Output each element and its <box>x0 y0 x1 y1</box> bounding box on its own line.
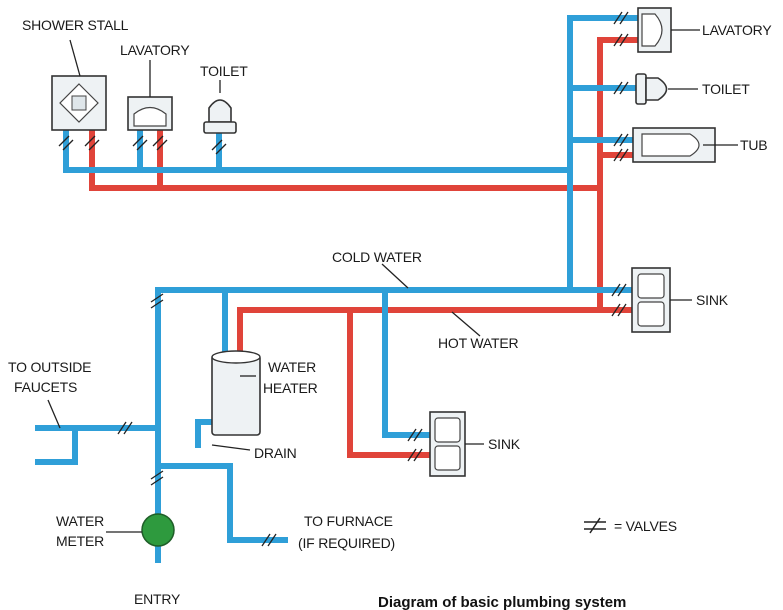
water-meter-fixture <box>141 513 175 547</box>
lavatory-right-label: LAVATORY <box>702 22 772 38</box>
valve <box>613 33 629 47</box>
furnace-label-line1: TO FURNACE <box>304 513 393 529</box>
valve <box>211 139 227 155</box>
shower-stall-fixture <box>51 75 107 131</box>
cold-water-label: COLD WATER <box>332 249 422 265</box>
drain-label: DRAIN <box>254 445 297 461</box>
valve <box>407 428 423 442</box>
valves <box>58 11 629 547</box>
toilet-right-label: TOILET <box>702 81 750 97</box>
sink-right-label: SINK <box>696 292 729 308</box>
valve <box>613 81 629 95</box>
water-heater-label-line1: WATER <box>268 359 316 375</box>
entry-label: ENTRY <box>134 591 181 607</box>
sink-right-fixture <box>631 267 671 333</box>
valve <box>150 470 164 486</box>
leader-lines <box>47 29 738 533</box>
diagram-caption: Diagram of basic plumbing system <box>378 594 626 610</box>
valve <box>407 448 423 462</box>
shower-stall-label: SHOWER STALL <box>22 17 129 33</box>
valve <box>613 148 629 162</box>
outside-faucets-label-line2: FAUCETS <box>14 379 77 395</box>
lavatory-right-fixture <box>637 7 672 53</box>
sink-center-fixture <box>429 411 466 477</box>
valves-legend-label: = VALVES <box>614 518 677 534</box>
sink-center-label: SINK <box>488 436 521 452</box>
valve <box>611 283 627 297</box>
valve <box>84 135 100 151</box>
valve <box>152 135 168 151</box>
lavatory-left-fixture <box>127 96 173 131</box>
water-meter-label-line2: METER <box>56 533 104 549</box>
valve <box>613 133 629 147</box>
valve <box>261 533 277 547</box>
valve <box>150 293 164 309</box>
valve <box>613 11 629 25</box>
tub-fixture <box>632 127 716 163</box>
toilet-left-fixture <box>203 99 237 134</box>
water-heater-label-line2: HEATER <box>263 380 318 396</box>
toilet-right-fixture <box>635 73 668 105</box>
water-heater-fixture <box>211 350 261 436</box>
water-meter-label-line1: WATER <box>56 513 104 529</box>
valve <box>58 135 74 151</box>
cold-water-pipes <box>35 15 641 563</box>
hot-water-pipes <box>89 37 638 458</box>
furnace-label-line2: (IF REQUIRED) <box>298 535 395 551</box>
hot-water-label: HOT WATER <box>438 335 518 351</box>
valve <box>132 135 148 151</box>
valve <box>611 303 627 317</box>
toilet-left-label: TOILET <box>200 63 248 79</box>
outside-faucets-label-line1: TO OUTSIDE <box>8 359 91 375</box>
lavatory-left-label: LAVATORY <box>120 42 190 58</box>
tub-label: TUB <box>740 137 767 153</box>
valve <box>117 421 133 435</box>
valves-legend: = VALVES <box>584 517 677 534</box>
